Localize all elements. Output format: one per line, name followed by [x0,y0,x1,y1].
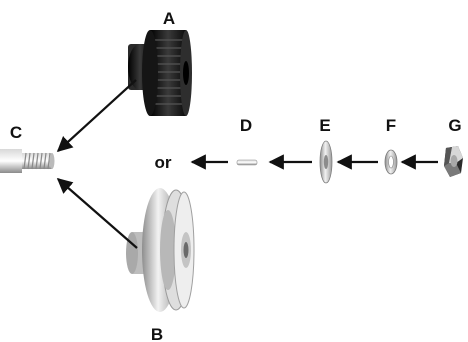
arrow-b-to-c [56,177,138,249]
threaded-shaft-icon [0,149,55,173]
v-groove-pulley-icon [126,188,195,312]
timing-pulley-icon [128,30,192,116]
label-a: A [163,9,175,28]
label-f: F [386,116,396,135]
label-b: B [151,325,163,342]
label-d: D [240,116,252,135]
lock-washer-icon [384,149,398,175]
label-g: G [448,116,461,135]
flat-washer-icon [319,140,333,184]
assembly-arrows [56,79,438,249]
hex-nut-icon [444,146,463,177]
arrow-a-to-c [56,79,137,153]
label-e: E [319,116,330,135]
label-or: or [155,153,172,172]
label-c: C [10,123,22,142]
set-pin-icon [236,159,258,166]
